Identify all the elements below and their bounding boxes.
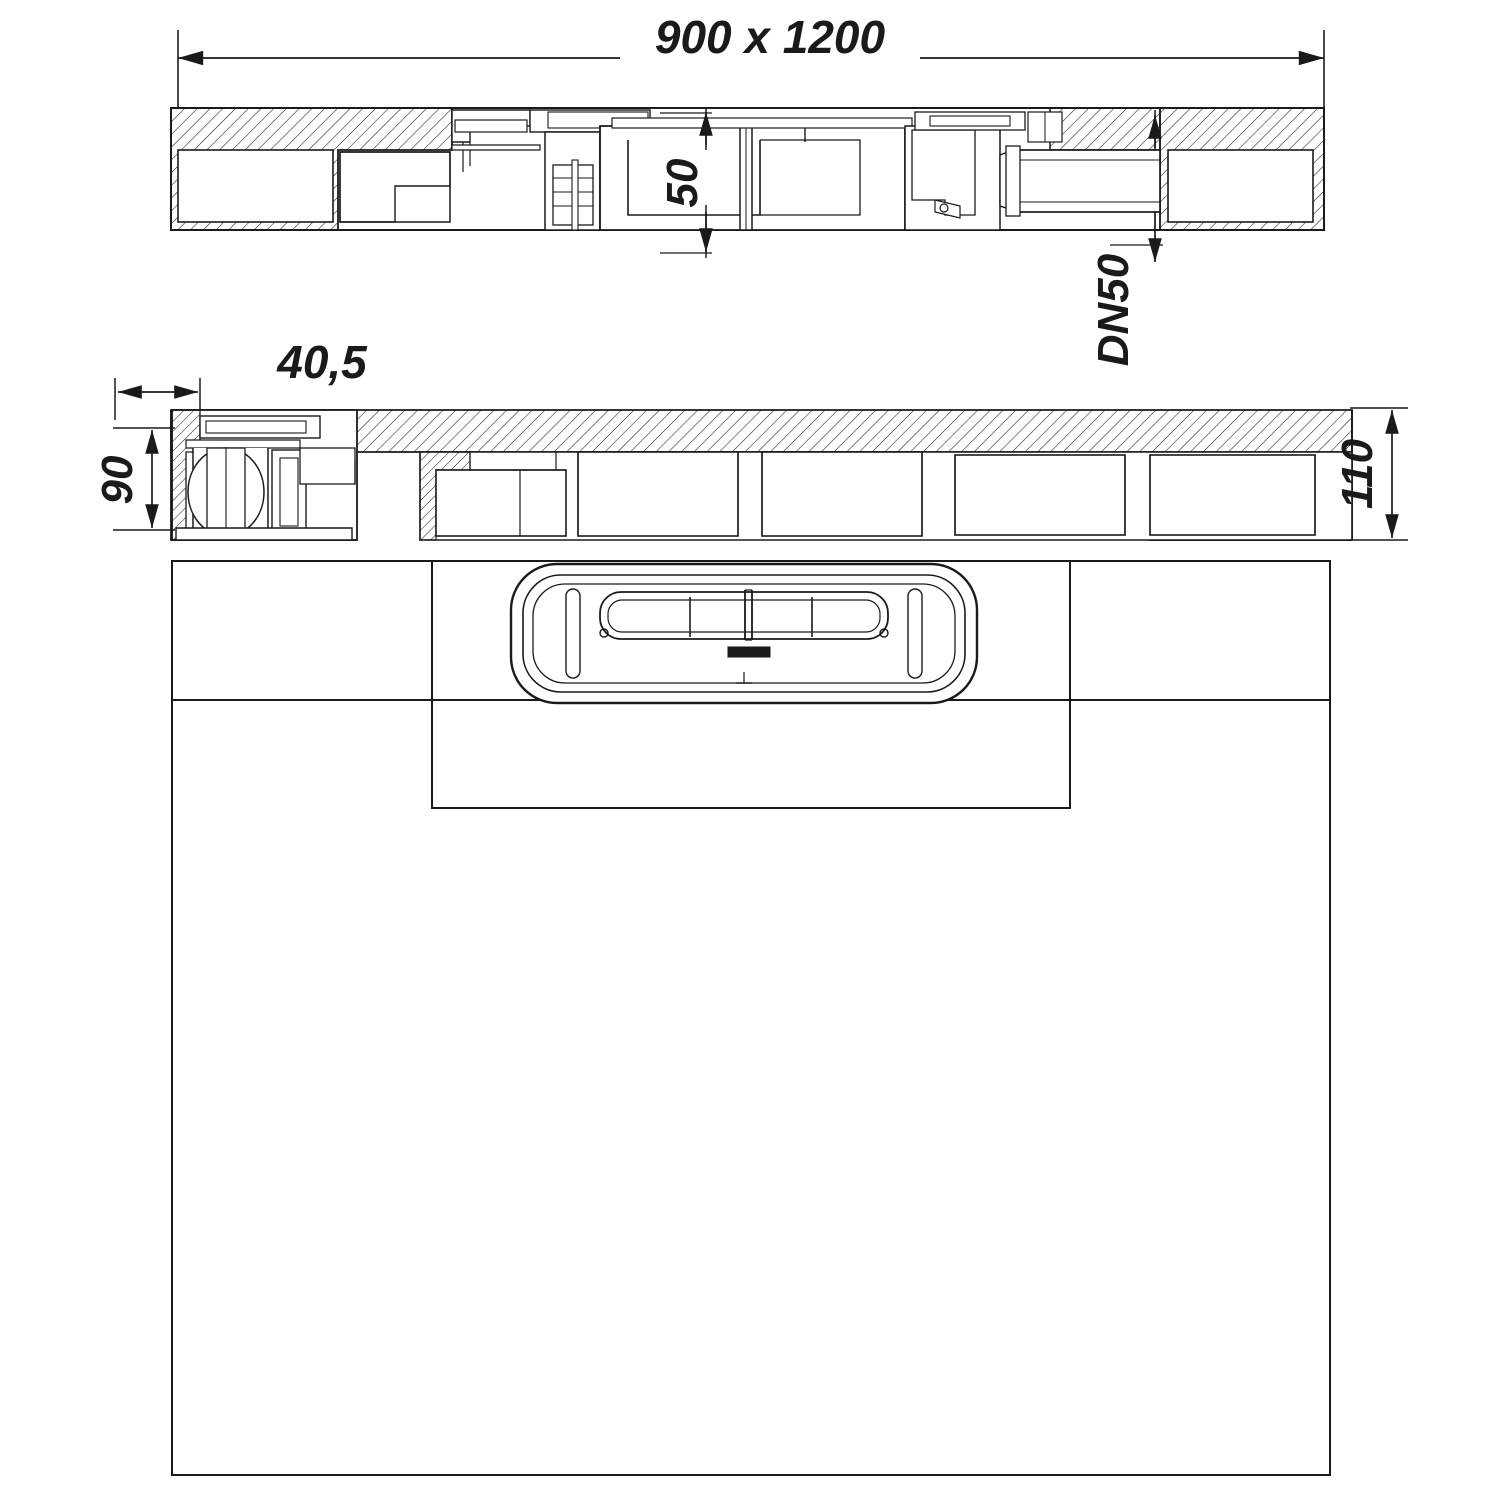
dimension-label-overall-size: 900 x 1200 xyxy=(655,11,886,63)
dimension-outlet-dn50: DN50 xyxy=(1089,110,1163,366)
dimension-body-height: 110 xyxy=(1333,407,1408,541)
dimension-label-trap-height: 90 xyxy=(93,455,142,504)
dimension-label-trap-width: 40,5 xyxy=(276,336,368,388)
top-section-view xyxy=(170,107,1325,231)
dimension-overall-size: 900 x 1200 xyxy=(177,11,1325,108)
dimension-label-channel-depth: 50 xyxy=(658,158,707,207)
dimension-trap-width: 40,5 xyxy=(114,336,368,420)
dimension-channel-depth: 50 xyxy=(658,108,713,258)
dimension-trap-height: 90 xyxy=(93,427,175,531)
plan-view xyxy=(171,560,1331,1476)
side-section-view xyxy=(170,409,1353,541)
dimension-label-outlet: DN50 xyxy=(1089,253,1138,366)
grate-assembly xyxy=(509,562,979,705)
dimension-label-body-height: 110 xyxy=(1333,438,1382,509)
